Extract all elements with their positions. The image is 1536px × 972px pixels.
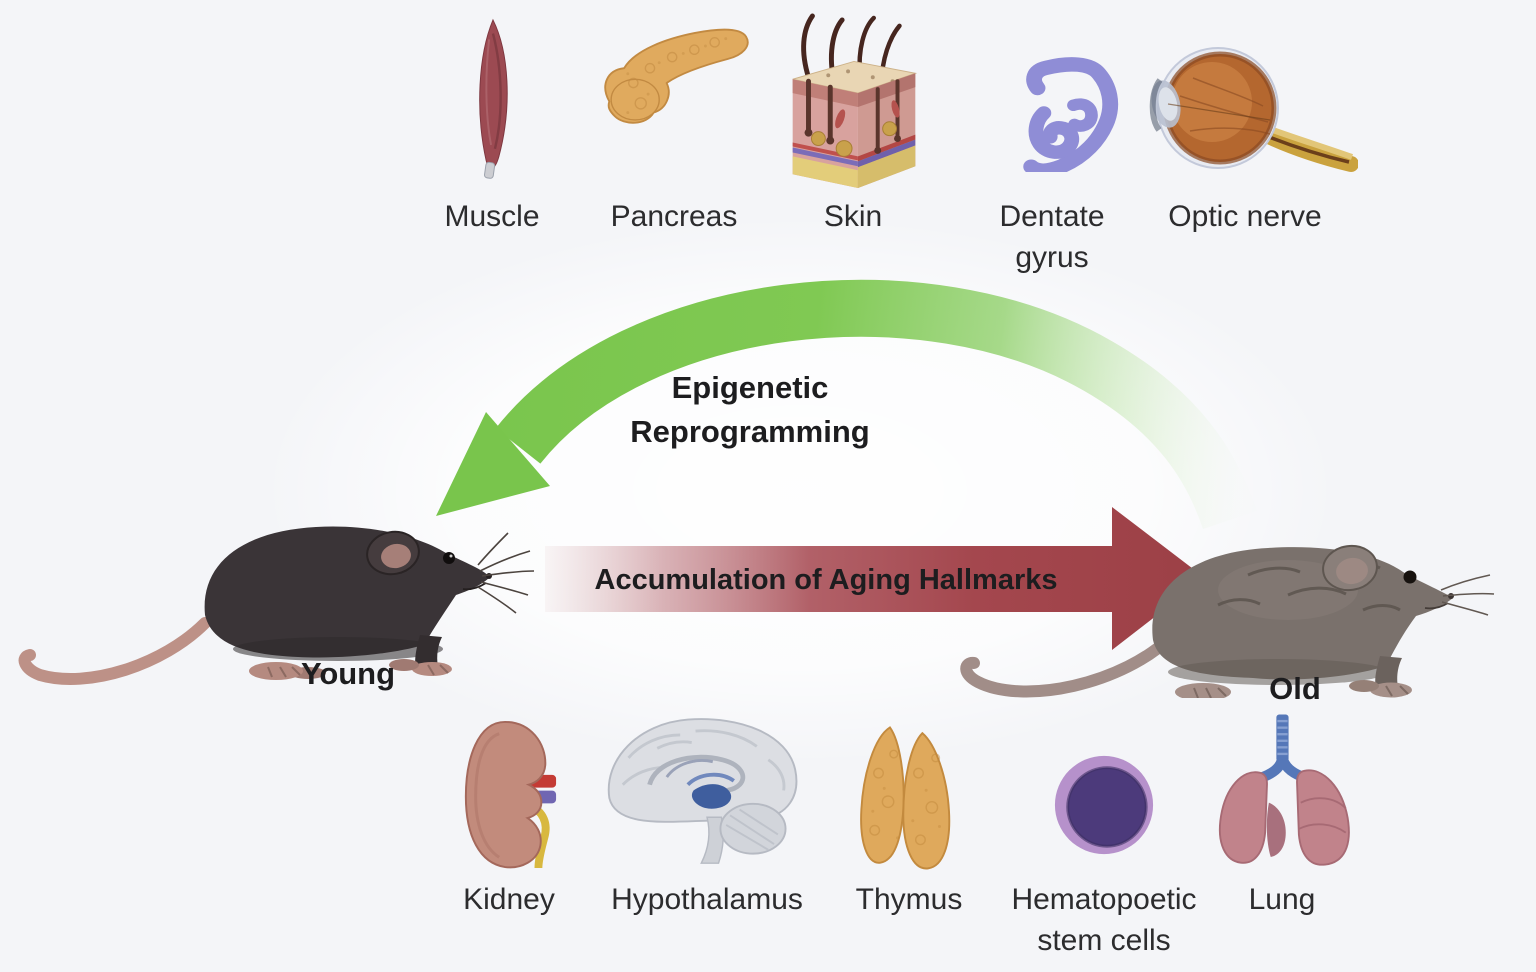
young-mouse-belly-shadow bbox=[233, 637, 443, 661]
young-mouse-eye bbox=[443, 552, 455, 564]
organ-label-pancreas: Pancreas bbox=[610, 200, 738, 233]
young-mouse-eye-highlight bbox=[449, 554, 453, 558]
old-mouse-front-paw-2 bbox=[1349, 680, 1379, 692]
organ-label-dentate-gyrus: Dentate gyrus bbox=[999, 200, 1105, 274]
organ-item-thymus: Thymus bbox=[839, 700, 979, 920]
old-mouse-tail bbox=[960, 629, 1179, 698]
young-mouse-mouth bbox=[462, 582, 487, 591]
hematopoietic-stem-cell-icon bbox=[1054, 755, 1154, 855]
young-mouse-hind-paw bbox=[249, 662, 303, 680]
young-mouse-whiskers bbox=[477, 532, 535, 614]
organ-item-pancreas: Pancreas bbox=[584, 10, 764, 237]
organ-label-lung: Lung bbox=[1248, 883, 1316, 916]
organ-label-kidney: Kidney bbox=[463, 883, 555, 916]
old-mouse-hind-paw bbox=[1175, 683, 1231, 698]
organ-item-skin: Skin bbox=[773, 10, 933, 237]
young-mouse-body bbox=[204, 526, 490, 658]
young-mouse-tail bbox=[18, 617, 211, 685]
young-mouse-label: Young bbox=[300, 656, 396, 691]
kidney-icon bbox=[464, 720, 557, 869]
young-mouse-front-paw-2 bbox=[389, 659, 419, 671]
old-mouse-eye bbox=[1403, 570, 1417, 584]
organ-item-dentate-gyrus: Dentate gyrus bbox=[977, 10, 1127, 278]
organ-item-kidney: Kidney bbox=[439, 700, 579, 920]
young-mouse-illustration bbox=[18, 526, 535, 685]
young-mouse-inner-ear bbox=[381, 543, 411, 569]
organ-item-lung: Lung bbox=[1207, 700, 1357, 920]
organ-label-hypothalamus: Hypothalamus bbox=[611, 883, 803, 916]
dentate-gyrus-icon bbox=[1023, 57, 1119, 172]
organ-item-muscle: Muscle bbox=[422, 10, 562, 237]
organ-label-optic-nerve: Optic nerve bbox=[1168, 200, 1322, 233]
muscle-icon bbox=[478, 18, 508, 179]
organ-item-optic-nerve: Optic nerve bbox=[1130, 10, 1360, 237]
young-mouse-front-paw bbox=[412, 662, 452, 676]
young-mouse-toes bbox=[267, 664, 449, 678]
old-mouse-illustration bbox=[960, 544, 1495, 698]
red-arrow-body bbox=[545, 507, 1205, 650]
old-mouse-inner-ear bbox=[1336, 557, 1368, 585]
organ-label-muscle: Muscle bbox=[444, 200, 540, 233]
organ-label-skin: Skin bbox=[823, 200, 883, 233]
organ-item-hematopoetic-stem-cells: Hematopoetic stem cells bbox=[989, 700, 1219, 961]
old-mouse-belly-shadow bbox=[1168, 659, 1388, 685]
hypothalamus-icon bbox=[607, 718, 797, 864]
old-mouse-whiskers bbox=[1440, 574, 1495, 616]
old-mouse-label: Old bbox=[1269, 671, 1321, 706]
aging-hallmarks-label: Accumulation of Aging Hallmarks bbox=[594, 564, 1058, 596]
green-arrow-head bbox=[436, 412, 550, 516]
skin-icon bbox=[792, 13, 918, 189]
green-arrow-shaft bbox=[495, 279, 1258, 530]
old-mouse-mouth bbox=[1424, 602, 1449, 610]
young-mouse-front-leg bbox=[415, 635, 442, 667]
optic-nerve-icon bbox=[1149, 47, 1358, 172]
old-mouse-toes bbox=[1193, 685, 1409, 698]
organ-label-hematopoetic-stem-cells: Hematopoetic stem cells bbox=[1011, 883, 1197, 957]
epigenetic-reprogramming-label: Epigenetic Reprogramming bbox=[630, 370, 870, 449]
lung-icon bbox=[1219, 714, 1350, 866]
old-mouse-front-leg bbox=[1375, 656, 1402, 688]
organ-item-hypothalamus: Hypothalamus bbox=[592, 700, 822, 920]
thymus-icon bbox=[860, 726, 951, 870]
organ-label-thymus: Thymus bbox=[855, 883, 963, 916]
pancreas-icon bbox=[604, 28, 749, 124]
